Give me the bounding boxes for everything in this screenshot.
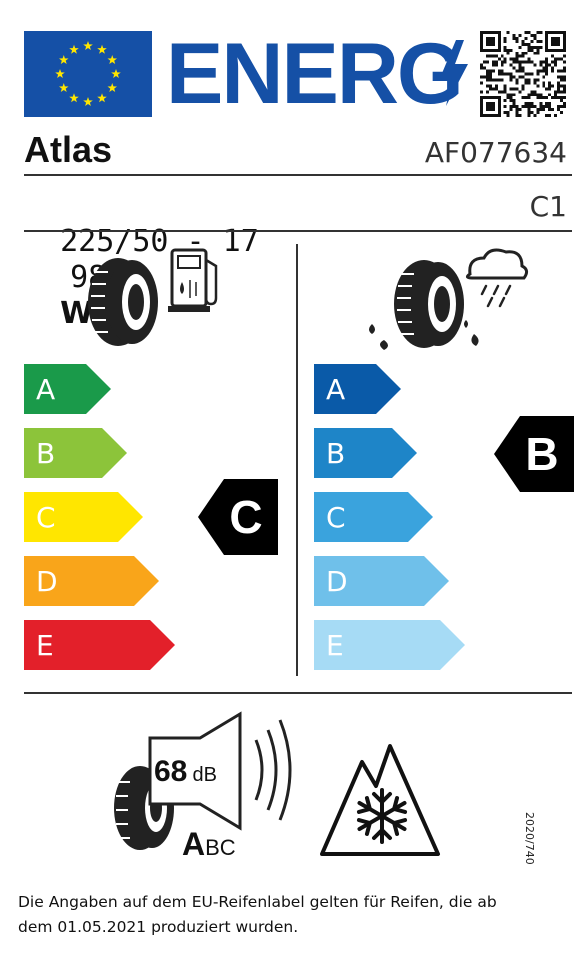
wet-grip-bar-label-d: D (326, 565, 348, 598)
wet-grip-bar-a (314, 364, 401, 414)
wet-grip-rating-letter: B (525, 428, 558, 480)
noise-unit: dB (192, 764, 217, 786)
eu-star (69, 93, 79, 103)
wet-grip-rating-indicator: B (494, 416, 574, 492)
noise-class: ABC (182, 826, 236, 868)
eu-star (55, 69, 65, 78)
footer-line-1: Die Angaben auf dem EU-Reifenlabel gelte… (18, 893, 497, 911)
eu-star (111, 69, 121, 78)
noise-value-display: 68 dB (154, 752, 246, 792)
eu-star (59, 83, 69, 92)
noise-value: 68 (154, 755, 188, 788)
tyre-class: C1 (529, 190, 567, 223)
regulation-number: 2020/740 (523, 812, 536, 865)
brand-name: Atlas (24, 129, 113, 170)
speed-index: W (60, 296, 94, 331)
wet-grip-bar-d (314, 556, 449, 606)
eu-star (69, 44, 79, 54)
fuel-bar-label-c: C (36, 501, 56, 534)
fuel-bar-label-d: D (36, 565, 58, 598)
eu-star (83, 97, 93, 106)
fuel-bar-b (24, 428, 127, 478)
divider-1 (24, 174, 572, 176)
fuel-bar-label-e: E (36, 629, 54, 662)
wet-grip-bar-label-a: A (326, 373, 345, 406)
wet-grip-bar-label-b: B (326, 437, 345, 470)
article-number: AF077634 (424, 136, 567, 169)
wet-grip-bar-label-e: E (326, 629, 344, 662)
lightning-bolt-icon (440, 40, 468, 106)
fuel-rating-indicator: C (198, 479, 278, 555)
wet-grip-bar-label-c: C (326, 501, 346, 534)
tyre-noise-icon (114, 711, 292, 850)
eu-star (107, 83, 117, 92)
noise-class-selected: A (182, 826, 206, 862)
wet-grip-bar-b (314, 428, 417, 478)
energy-word: ENERG (166, 26, 464, 122)
eu-star (59, 55, 69, 64)
divider-2 (24, 230, 572, 232)
fuel-bar-d (24, 556, 159, 606)
fuel-bar-label-a: A (36, 373, 55, 406)
column-divider (296, 244, 298, 676)
fuel-bar-c (24, 492, 143, 542)
eu-star (97, 44, 107, 54)
fuel-rating-letter: C (229, 491, 262, 543)
wet-grip-bar-e (314, 620, 465, 670)
noise-class-others: BC (205, 835, 236, 860)
eu-star (107, 55, 117, 64)
fuel-bar-e (24, 620, 175, 670)
wet-grip-bar-c (314, 492, 433, 542)
footer-note: Die Angaben auf dem EU-Reifenlabel gelte… (18, 890, 578, 940)
qr-code-icon[interactable] (480, 31, 566, 117)
eu-star (97, 93, 107, 103)
eu-flag-icon (24, 31, 152, 117)
fuel-bar-a (24, 364, 111, 414)
tyre-fuel-pump-icon (88, 248, 218, 346)
three-peak-mountain-snowflake-icon (320, 744, 440, 856)
eu-star (83, 41, 93, 50)
fuel-bar-label-b: B (36, 437, 55, 470)
footer-line-2: dem 01.05.2021 produziert wurden. (18, 918, 299, 936)
tyre-rain-cloud-icon (369, 248, 529, 350)
divider-3 (24, 692, 572, 694)
